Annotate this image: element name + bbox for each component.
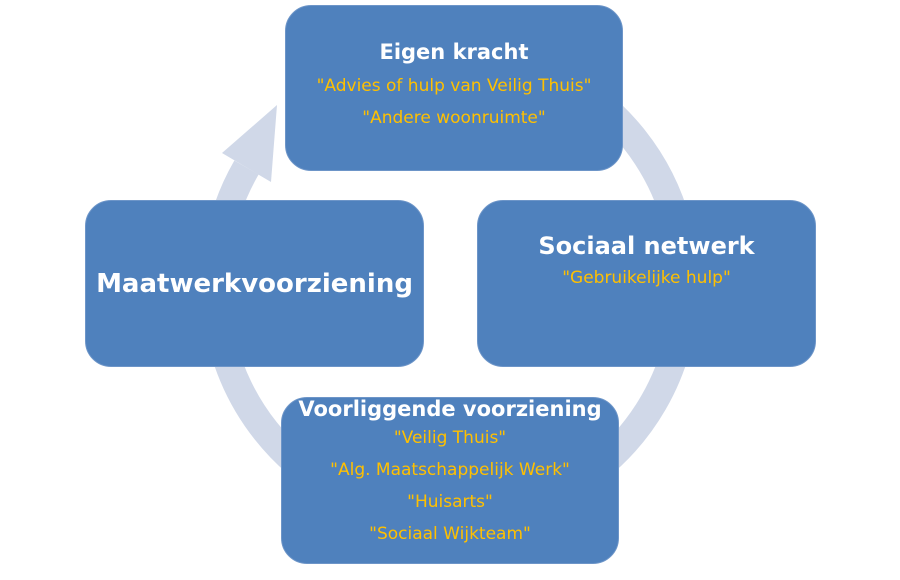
box-title: Voorliggende voorziening	[298, 397, 602, 421]
box-item: "Veilig Thuis"	[393, 428, 507, 448]
box-title: Maatwerkvoorziening	[96, 268, 413, 299]
box-item: "Sociaal Wijkteam"	[369, 524, 531, 544]
box-item: "Alg. Maatschappelijk Werk"	[330, 460, 570, 480]
box-eigen-kracht: Eigen kracht "Advies of hulp van Veilig …	[285, 5, 623, 171]
box-title: Sociaal netwerk	[538, 232, 755, 260]
box-item: "Andere woonruimte"	[362, 108, 546, 128]
arrowhead-icon	[222, 105, 277, 182]
box-item: "Huisarts"	[407, 492, 493, 512]
box-title: Eigen kracht	[379, 40, 529, 64]
box-maatwerkvoorziening: Maatwerkvoorziening	[85, 200, 424, 367]
box-item: "Advies of hulp van Veilig Thuis"	[316, 76, 592, 96]
box-item: "Gebruikelijke hulp"	[562, 268, 731, 288]
box-voorliggende-voorziening: Voorliggende voorziening "Veilig Thuis" …	[281, 397, 619, 564]
box-sociaal-netwerk: Sociaal netwerk "Gebruikelijke hulp"	[477, 200, 816, 367]
